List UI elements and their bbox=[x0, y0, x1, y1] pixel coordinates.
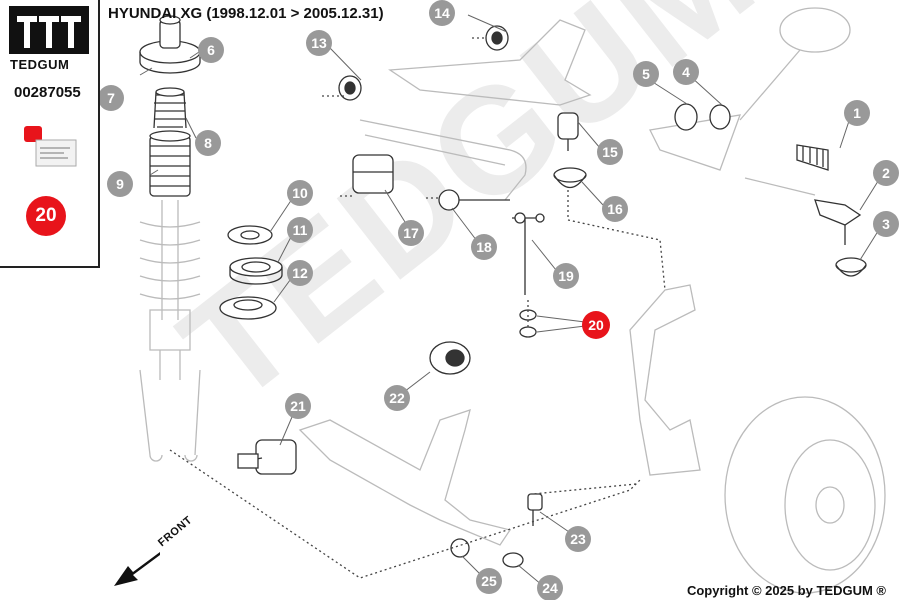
svg-text:10: 10 bbox=[292, 185, 308, 201]
svg-text:12: 12 bbox=[292, 265, 308, 281]
callout-11[interactable]: 11 bbox=[287, 217, 313, 243]
svg-text:25: 25 bbox=[481, 573, 497, 589]
callout-6[interactable]: 6 bbox=[198, 37, 224, 63]
stabilizer-link-bushings-20 bbox=[519, 309, 537, 338]
upper-spring-seat bbox=[227, 225, 273, 245]
stabilizer-bushing-18 bbox=[438, 189, 510, 211]
callout-20-highlight[interactable]: 20 bbox=[582, 311, 610, 339]
svg-text:11: 11 bbox=[293, 222, 308, 238]
svg-text:15: 15 bbox=[602, 144, 618, 160]
svg-text:19: 19 bbox=[558, 268, 574, 284]
steering-bushing-4 bbox=[709, 104, 731, 130]
strut-assembly bbox=[139, 200, 201, 462]
tie-rod-boot-3 bbox=[835, 257, 867, 277]
callout-18[interactable]: 18 bbox=[471, 234, 497, 260]
callout-4[interactable]: 4 bbox=[673, 59, 699, 85]
callout-5[interactable]: 5 bbox=[633, 61, 659, 87]
copyright-text: Copyright © 2025 by TEDGUM ® bbox=[686, 583, 886, 598]
callout-25[interactable]: 25 bbox=[476, 568, 502, 594]
callout-9[interactable]: 9 bbox=[107, 171, 133, 197]
wheel-hub bbox=[724, 396, 886, 594]
svg-text:13: 13 bbox=[311, 35, 327, 51]
steering-bushing-5 bbox=[674, 103, 698, 131]
callout-21[interactable]: 21 bbox=[285, 393, 311, 419]
svg-text:8: 8 bbox=[204, 135, 212, 151]
svg-text:20: 20 bbox=[588, 317, 604, 333]
strut-bearing bbox=[229, 257, 283, 285]
callout-10[interactable]: 10 bbox=[287, 180, 313, 206]
product-sidebar: TEDGUM 00287055 20 bbox=[0, 0, 100, 268]
svg-text:23: 23 bbox=[570, 531, 586, 547]
callout-16[interactable]: 16 bbox=[602, 196, 628, 222]
lower-spring-seat bbox=[219, 296, 277, 320]
svg-text:17: 17 bbox=[403, 225, 419, 241]
tedgum-logo-icon bbox=[9, 6, 89, 54]
product-photo-icon bbox=[24, 126, 77, 167]
callout-13[interactable]: 13 bbox=[306, 30, 332, 56]
svg-text:4: 4 bbox=[682, 64, 690, 80]
upper-arm-bushing-14 bbox=[485, 25, 509, 51]
bushing-25 bbox=[450, 538, 470, 558]
callout-23[interactable]: 23 bbox=[565, 526, 591, 552]
page-title: HYUNDAI XG (1998.12.01 > 2005.12.31) bbox=[108, 5, 384, 22]
svg-text:7: 7 bbox=[107, 90, 115, 106]
lower-control-arm bbox=[298, 409, 512, 546]
upper-arm-bushing-13 bbox=[338, 75, 362, 101]
callout-17[interactable]: 17 bbox=[398, 220, 424, 246]
callout-15[interactable]: 15 bbox=[597, 139, 623, 165]
callout-1[interactable]: 1 bbox=[844, 100, 870, 126]
lower-arm-bushing-21 bbox=[237, 439, 297, 475]
svg-text:9: 9 bbox=[116, 176, 124, 192]
upper-control-arm bbox=[388, 19, 592, 106]
stabilizer-bar bbox=[359, 119, 527, 201]
callout-3[interactable]: 3 bbox=[873, 211, 899, 237]
svg-text:24: 24 bbox=[542, 580, 558, 596]
quantity-badge: 20 bbox=[26, 196, 66, 236]
svg-text:21: 21 bbox=[290, 398, 306, 414]
callout-2[interactable]: 2 bbox=[873, 160, 899, 186]
svg-text:3: 3 bbox=[882, 216, 890, 232]
callout-22[interactable]: 22 bbox=[384, 385, 410, 411]
ball-joint-15 bbox=[557, 112, 579, 151]
svg-text:14: 14 bbox=[434, 5, 450, 21]
lower-arm-bushing-22 bbox=[429, 341, 471, 375]
front-arrow-icon bbox=[114, 552, 160, 586]
callout-14[interactable]: 14 bbox=[429, 0, 455, 26]
stabilizer-link bbox=[512, 212, 545, 295]
callout-8[interactable]: 8 bbox=[195, 130, 221, 156]
bump-stop bbox=[153, 87, 187, 129]
part-number: 00287055 bbox=[14, 84, 81, 101]
svg-text:1: 1 bbox=[853, 105, 861, 121]
callout-12[interactable]: 12 bbox=[287, 260, 313, 286]
svg-text:22: 22 bbox=[389, 390, 405, 406]
assembly-guide-lines bbox=[169, 37, 666, 579]
stabilizer-bushing-17 bbox=[352, 154, 394, 194]
tie-rod-end-2 bbox=[814, 199, 862, 245]
dust-boot bbox=[149, 130, 191, 197]
svg-text:18: 18 bbox=[476, 239, 492, 255]
svg-text:16: 16 bbox=[607, 201, 623, 217]
svg-text:6: 6 bbox=[207, 42, 215, 58]
steering-knuckle bbox=[629, 284, 701, 476]
strut-top-mount bbox=[139, 15, 201, 74]
callout-19[interactable]: 19 bbox=[553, 263, 579, 289]
svg-text:2: 2 bbox=[882, 165, 890, 181]
brand-name: TEDGUM bbox=[10, 57, 70, 72]
rack-boot-1 bbox=[796, 144, 829, 171]
lower-ball-joint-23 bbox=[527, 493, 543, 526]
callout-24[interactable]: 24 bbox=[537, 575, 563, 600]
callout-7[interactable]: 7 bbox=[98, 85, 124, 111]
svg-text:5: 5 bbox=[642, 66, 650, 82]
ball-joint-boot-24 bbox=[502, 552, 524, 568]
ball-joint-boot-16 bbox=[553, 167, 587, 189]
